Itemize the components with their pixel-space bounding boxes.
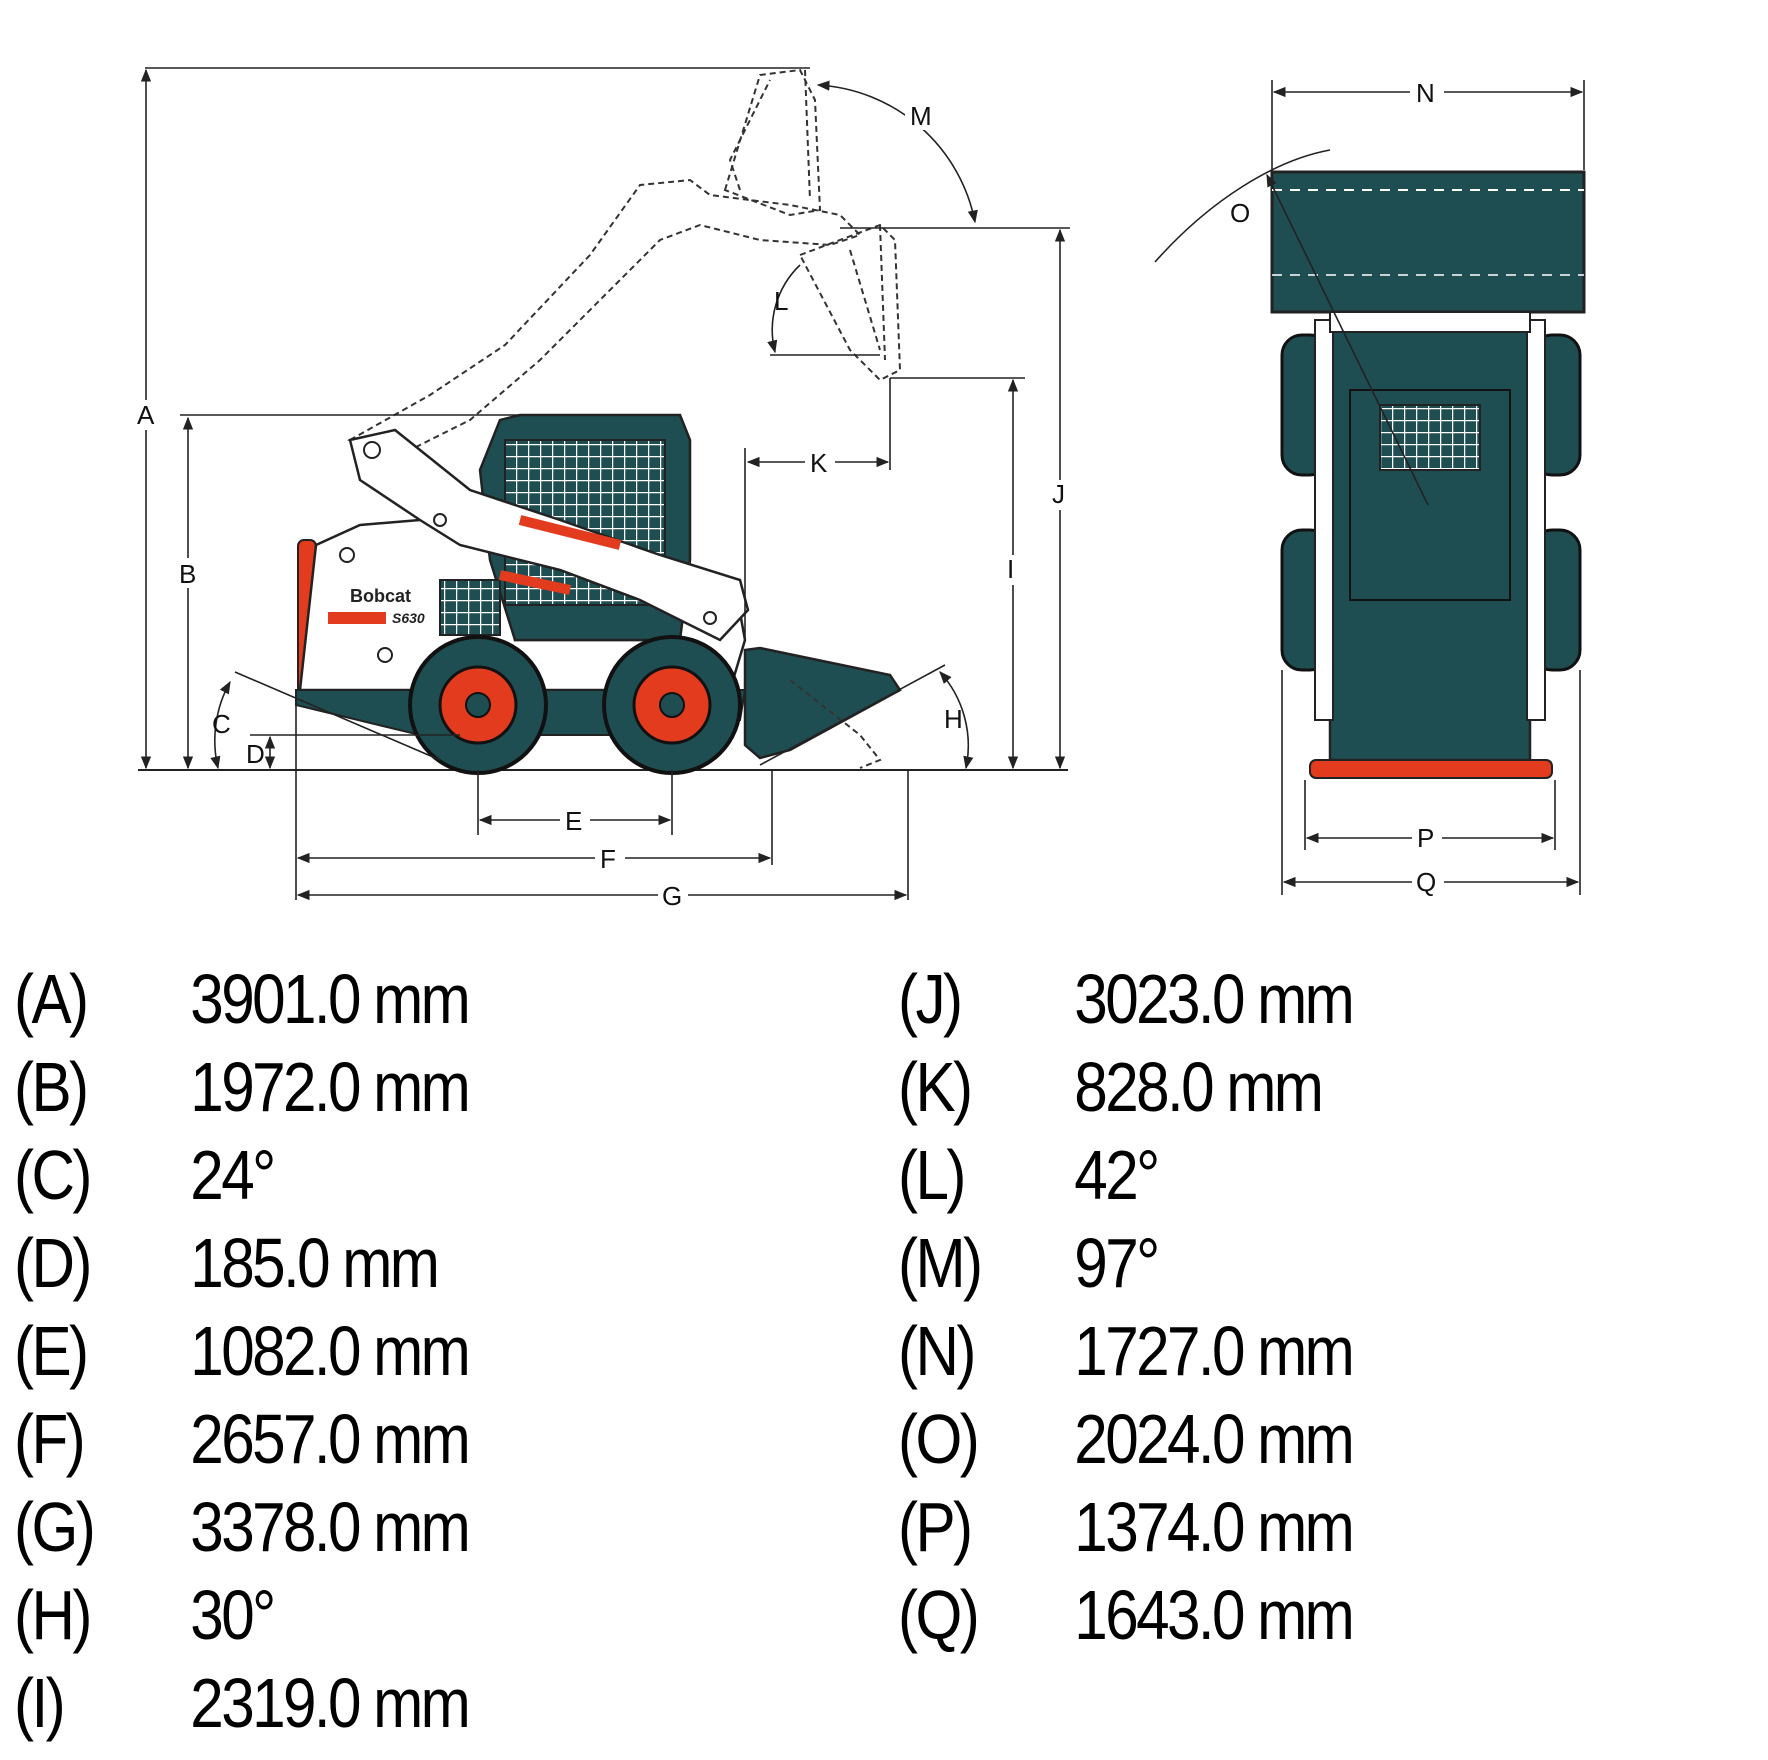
spec-value: 24°	[190, 1136, 276, 1214]
label-d: D	[246, 739, 265, 769]
spec-value: 1082.0 mm	[190, 1312, 471, 1390]
spec-value: 1972.0 mm	[190, 1048, 471, 1126]
label-n: N	[1416, 78, 1435, 108]
label-j: J	[1052, 479, 1065, 509]
spec-key: (L)	[898, 1136, 966, 1214]
label-i: I	[1007, 554, 1014, 584]
label-g: G	[662, 881, 682, 911]
model-badge: S630	[392, 610, 425, 626]
spec-key: (I)	[14, 1664, 66, 1742]
top-cab-grille	[1379, 404, 1481, 471]
raised-arm-outline	[347, 68, 902, 452]
spec-value: 42°	[1074, 1136, 1160, 1214]
label-q: Q	[1416, 867, 1436, 897]
label-c: C	[212, 709, 231, 739]
top-view	[1154, 80, 1586, 895]
spec-value: 185.0 mm	[190, 1224, 440, 1302]
spec-key: (B)	[14, 1048, 89, 1126]
spec-value: 3023.0 mm	[1074, 960, 1355, 1038]
rear-wheel	[408, 635, 548, 775]
label-b: B	[179, 559, 196, 589]
label-f: F	[600, 844, 616, 874]
spec-key: (A)	[14, 960, 89, 1038]
label-p: P	[1417, 823, 1434, 853]
spec-value: 2024.0 mm	[1074, 1400, 1355, 1478]
spec-value: 2657.0 mm	[190, 1400, 471, 1478]
dimension-labels: A B C D E F G H I J K L M N O P Q	[132, 78, 1444, 911]
top-bucket	[1270, 170, 1586, 314]
spec-key: (E)	[14, 1312, 89, 1390]
lift-arm	[348, 428, 750, 642]
spec-key: (K)	[898, 1048, 973, 1126]
label-o: O	[1230, 198, 1250, 228]
label-k: K	[810, 448, 828, 478]
brand-logo: Bobcat	[350, 586, 411, 606]
spec-key: (N)	[898, 1312, 976, 1390]
spec-value: 1374.0 mm	[1074, 1488, 1355, 1566]
arm-right	[1526, 319, 1546, 721]
top-body	[1328, 318, 1532, 762]
front-wheel	[602, 635, 742, 775]
bucket	[743, 646, 902, 760]
spec-value: 97°	[1074, 1224, 1160, 1302]
spec-value: 3378.0 mm	[190, 1488, 471, 1566]
spec-key: (G)	[14, 1488, 96, 1566]
label-a: A	[137, 400, 155, 430]
spec-key: (H)	[14, 1576, 92, 1654]
spec-value: 1643.0 mm	[1074, 1576, 1355, 1654]
side-view: Bobcat S630	[138, 67, 1070, 901]
spec-key: (C)	[14, 1136, 92, 1214]
spec-key: (Q)	[898, 1576, 980, 1654]
spec-key: (D)	[14, 1224, 92, 1302]
rear-bumper	[1309, 759, 1553, 779]
spec-key: (M)	[898, 1224, 983, 1302]
spec-key: (F)	[14, 1400, 86, 1478]
arm-left	[1314, 319, 1334, 721]
spec-key: (P)	[898, 1488, 973, 1566]
label-l: L	[774, 286, 788, 316]
spec-key: (J)	[898, 960, 963, 1038]
spec-value: 3901.0 mm	[190, 960, 471, 1038]
spec-key: (O)	[898, 1400, 980, 1478]
spec-value: 1727.0 mm	[1074, 1312, 1355, 1390]
label-m: M	[910, 101, 932, 131]
spec-value: 30°	[190, 1576, 276, 1654]
label-e: E	[565, 806, 582, 836]
dimension-diagram: Bobcat S630	[132, 67, 1586, 911]
spec-value: 828.0 mm	[1074, 1048, 1324, 1126]
engine-grille	[439, 579, 501, 636]
spec-value: 2319.0 mm	[190, 1664, 471, 1742]
label-h: H	[944, 704, 963, 734]
